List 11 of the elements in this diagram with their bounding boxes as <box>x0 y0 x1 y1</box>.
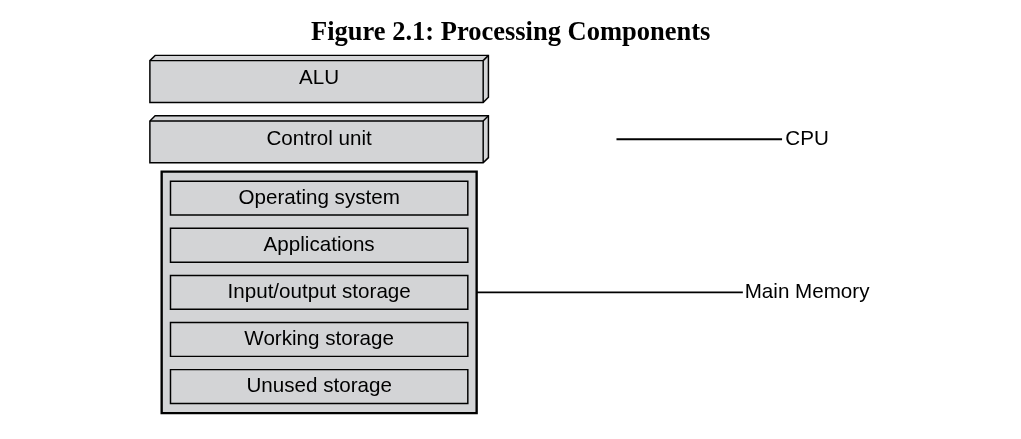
node-box: Operating system <box>169 180 469 216</box>
node-text: CPU <box>785 125 829 149</box>
node-box: Applications <box>169 227 469 263</box>
diagram-title: Figure 2.1: Processing Components <box>311 15 711 46</box>
node-text: Main Memory <box>744 278 870 302</box>
node-box: Working storage <box>169 321 469 358</box>
connector <box>615 138 783 141</box>
cluster <box>160 170 478 415</box>
node-box: Input/output storage <box>169 274 469 311</box>
connector <box>475 291 744 294</box>
node-box: Unused storage <box>169 368 469 405</box>
